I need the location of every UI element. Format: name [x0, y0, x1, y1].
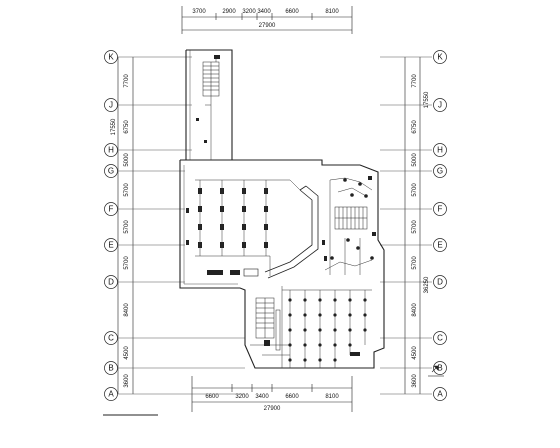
stair-north [202, 61, 220, 97]
axis-bubble [104, 331, 118, 345]
axis-letter: A [108, 390, 114, 399]
top-dim-label: 6600 [285, 9, 299, 15]
left-dimension-labels: 7700 6750 5000 5700 5700 5700 8400 4500 … [111, 74, 130, 388]
left-dim-label: 7700 [124, 74, 130, 88]
axis-letter: J [438, 101, 442, 110]
left-dim-label: 3600 [124, 374, 130, 388]
top-dimension-labels: 3700 2900 3200 3400 6600 8100 27900 [192, 9, 339, 29]
bottom-dim-label: 3400 [255, 394, 269, 400]
axis-letter: J [109, 101, 113, 110]
axis-letter: C [108, 334, 114, 343]
axis-letter: D [108, 278, 114, 287]
top-total-label: 27900 [259, 23, 276, 29]
top-dim-label: 3400 [257, 9, 271, 15]
left-dim-label: 5000 [124, 153, 130, 167]
axis-bubble [104, 275, 118, 289]
east-wing-wiring [324, 177, 373, 275]
axis-bubble [433, 275, 447, 289]
bottom-dimension-labels: 6600 3200 3400 6600 8100 27900 [205, 394, 339, 412]
axis-bubble [433, 361, 447, 375]
cable-tray [264, 185, 319, 279]
right-dim-label: 8400 [412, 303, 418, 317]
stair-east [334, 206, 368, 230]
left-axis-letters: K J H G F E D C B A [108, 53, 114, 399]
top-dim-label: 8100 [325, 9, 339, 15]
axis-bubble [433, 202, 447, 216]
right-axis-bubbles [433, 50, 447, 401]
left-dim-label: 4500 [124, 346, 130, 360]
axis-bubble [104, 238, 118, 252]
axis-letter: B [437, 364, 442, 373]
axis-letter: B [108, 364, 113, 373]
east-wing-fixtures [330, 176, 376, 260]
axis-bubble [104, 143, 118, 157]
left-dim-label: 5700 [124, 220, 130, 234]
left-total-label: 17550 [111, 118, 117, 135]
axis-bubble [433, 98, 447, 112]
left-dim-label: 5700 [124, 256, 130, 270]
axis-letter: A [437, 390, 443, 399]
axis-bubble [104, 164, 118, 178]
right-dim-label: 5700 [412, 220, 418, 234]
south-wing-fixtures [264, 298, 367, 362]
building-outline [179, 49, 385, 369]
axis-bubble [433, 387, 447, 401]
axis-bubble [433, 164, 447, 178]
top-dim-label: 3700 [192, 9, 206, 15]
axis-bubble [104, 50, 118, 64]
bottom-dimension-chain [191, 376, 353, 412]
left-dim-label: 5700 [124, 183, 130, 197]
axis-letter: K [437, 53, 443, 62]
left-dim-label: 8400 [124, 303, 130, 317]
axis-bubble [433, 331, 447, 345]
right-total-top-label: 17550 [424, 91, 430, 108]
top-dim-label: 3200 [242, 9, 256, 15]
axis-bubble [104, 202, 118, 216]
axis-letter: G [108, 167, 114, 176]
bottom-dim-label: 3200 [235, 394, 249, 400]
right-dim-label: 5000 [412, 153, 418, 167]
stair-south [255, 297, 275, 339]
right-total-bottom-label: 36250 [424, 276, 430, 293]
axis-bubble [104, 361, 118, 375]
left-axis-bubbles [104, 50, 118, 401]
north-tower-wiring [205, 59, 217, 160]
axis-bubble [433, 143, 447, 157]
bottom-dim-label: 6600 [205, 394, 219, 400]
right-dimension-labels: 7700 6750 5000 5700 5700 5700 8400 4500 … [412, 74, 430, 388]
axis-letter: H [437, 146, 443, 155]
bottom-dim-label: 8100 [325, 394, 339, 400]
right-axis-letters: K J H G F E D C B A [437, 53, 443, 399]
lighting-circuit-lines [195, 179, 301, 276]
right-dim-label: 4500 [412, 346, 418, 360]
axis-letter: E [108, 241, 113, 250]
distribution-panels [196, 55, 259, 277]
axis-letter: F [438, 205, 443, 214]
top-dim-label: 2900 [222, 9, 236, 15]
axis-letter: E [437, 241, 442, 250]
axis-bubble [104, 98, 118, 112]
bottom-dim-label: 6600 [285, 394, 299, 400]
axis-bubble [433, 50, 447, 64]
top-dimension-chain [181, 6, 353, 34]
axis-letter: K [108, 53, 114, 62]
axis-letter: C [437, 334, 443, 343]
right-dim-label: 5700 [412, 183, 418, 197]
north-arrow-icon [428, 365, 444, 377]
grid-axis-lines [118, 56, 432, 395]
axis-letter: F [109, 205, 114, 214]
right-dim-label: 3600 [412, 374, 418, 388]
axis-bubble [433, 238, 447, 252]
bottom-total-label: 27900 [264, 406, 281, 412]
axis-letter: G [437, 167, 443, 176]
axis-bubble [104, 387, 118, 401]
axis-letter: H [108, 146, 114, 155]
left-dim-label: 6750 [124, 120, 130, 134]
axis-letter: D [437, 278, 443, 287]
right-dim-label: 6750 [412, 120, 418, 134]
right-dim-label: 7700 [412, 74, 418, 88]
right-dim-label: 5700 [412, 256, 418, 270]
